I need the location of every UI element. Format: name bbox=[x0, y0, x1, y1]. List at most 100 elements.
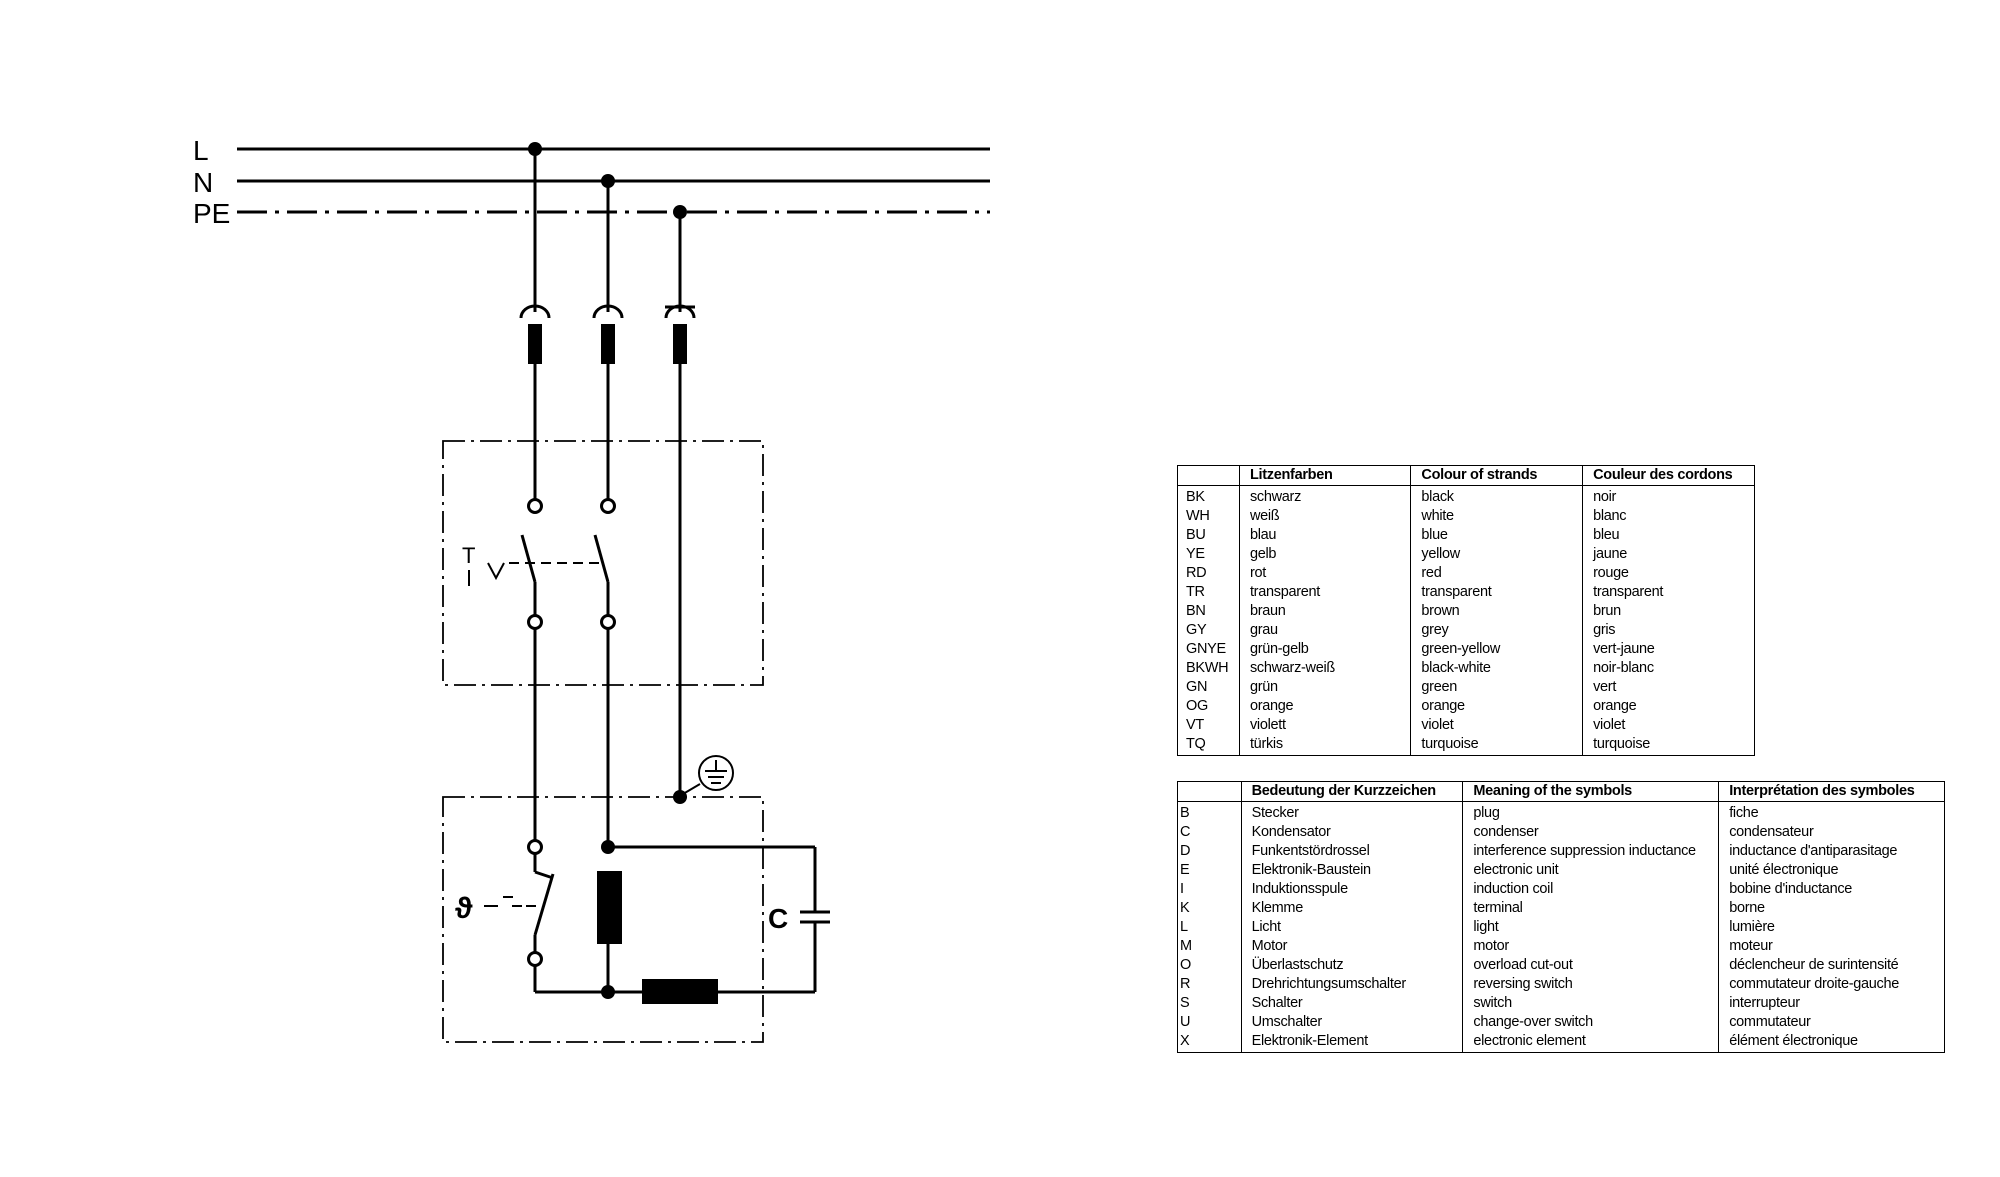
plug-pin-pe bbox=[673, 324, 687, 364]
table-cell: noir-blanc bbox=[1582, 659, 1755, 678]
code-cell: C bbox=[1177, 823, 1242, 842]
table-cell: Induktionsspule bbox=[1240, 880, 1464, 899]
table-cell: reversing switch bbox=[1462, 975, 1720, 994]
table-cell: blau bbox=[1238, 526, 1412, 545]
rail-label-l: L bbox=[193, 135, 209, 166]
table-cell: plug bbox=[1462, 801, 1720, 823]
table-cell: Kondensator bbox=[1240, 823, 1464, 842]
table-cell: rot bbox=[1238, 564, 1412, 583]
code-cell: YE bbox=[1177, 545, 1240, 564]
table-cell: grey bbox=[1410, 621, 1584, 640]
code-cell: B bbox=[1177, 801, 1242, 823]
table-cell: Licht bbox=[1240, 918, 1464, 937]
table-cell: grau bbox=[1238, 621, 1412, 640]
column-header bbox=[1177, 781, 1242, 802]
table-cell: blue bbox=[1410, 526, 1584, 545]
table-cell: bobine d'inductance bbox=[1718, 880, 1945, 899]
table-cell: yellow bbox=[1410, 545, 1584, 564]
column-header: Couleur des cordons bbox=[1582, 465, 1755, 486]
table-cell: lumière bbox=[1718, 918, 1945, 937]
thermal-symbol: ϑ bbox=[455, 892, 473, 925]
overload-terminal-bottom bbox=[527, 951, 543, 967]
code-cell: BU bbox=[1177, 526, 1240, 545]
table-cell: overload cut-out bbox=[1462, 956, 1720, 975]
code-cell: I bbox=[1177, 880, 1242, 899]
code-cell: GN bbox=[1177, 678, 1240, 697]
symbols-meaning-table: Bedeutung der Kurzzeichen Meaning of the… bbox=[1177, 781, 1945, 1053]
table-cell: light bbox=[1462, 918, 1720, 937]
switch-unit-box bbox=[442, 440, 764, 686]
table-cell: black-white bbox=[1410, 659, 1584, 678]
motor-unit-box bbox=[442, 796, 764, 1043]
table-cell: induction coil bbox=[1462, 880, 1720, 899]
table-cell: violett bbox=[1238, 716, 1412, 735]
table-cell: gelb bbox=[1238, 545, 1412, 564]
table-cell: brun bbox=[1582, 602, 1755, 621]
plug-pin-l bbox=[528, 324, 542, 364]
table-cell: gris bbox=[1582, 621, 1755, 640]
table-cell: rouge bbox=[1582, 564, 1755, 583]
table-cell: orange bbox=[1238, 697, 1412, 716]
code-cell: K bbox=[1177, 899, 1242, 918]
table-cell: noir bbox=[1582, 485, 1755, 507]
table-cell: interrupteur bbox=[1718, 994, 1945, 1013]
column-header: Interprétation des symboles bbox=[1718, 781, 1945, 802]
table-cell: élément électronique bbox=[1718, 1032, 1945, 1053]
code-cell: TR bbox=[1177, 583, 1240, 602]
rail-label-n: N bbox=[193, 167, 213, 198]
table-cell: Klemme bbox=[1240, 899, 1464, 918]
table-cell: Umschalter bbox=[1240, 1013, 1464, 1032]
switch-terminal-n-bottom bbox=[600, 614, 616, 630]
table-cell: turquoise bbox=[1410, 735, 1584, 756]
code-cell: U bbox=[1177, 1013, 1242, 1032]
table-cell: red bbox=[1410, 564, 1584, 583]
table-cell: transparent bbox=[1238, 583, 1412, 602]
plug-pin-n bbox=[601, 324, 615, 364]
table-cell: violet bbox=[1410, 716, 1584, 735]
table-cell: schwarz bbox=[1238, 485, 1412, 507]
table-cell: turquoise bbox=[1582, 735, 1755, 756]
test-button-icon: T bbox=[462, 543, 505, 586]
overload-contact-tick bbox=[534, 870, 554, 880]
table-cell: Überlastschutz bbox=[1240, 956, 1464, 975]
table-cell: brown bbox=[1410, 602, 1584, 621]
table-cell: grün bbox=[1238, 678, 1412, 697]
code-cell: D bbox=[1177, 842, 1242, 861]
table-cell: déclencheur de surintensité bbox=[1718, 956, 1945, 975]
table-cell: borne bbox=[1718, 899, 1945, 918]
code-cell: VT bbox=[1177, 716, 1240, 735]
table-cell: Motor bbox=[1240, 937, 1464, 956]
table-cell: Elektronik-Baustein bbox=[1240, 861, 1464, 880]
table-cell: vert bbox=[1582, 678, 1755, 697]
column-header: Colour of strands bbox=[1410, 465, 1584, 486]
switch-blade-l bbox=[520, 534, 537, 583]
table-cell: terminal bbox=[1462, 899, 1720, 918]
table-cell: orange bbox=[1582, 697, 1755, 716]
table-cell: change-over switch bbox=[1462, 1013, 1720, 1032]
table-cell: türkis bbox=[1238, 735, 1412, 756]
table-cell: transparent bbox=[1582, 583, 1755, 602]
table-cell: electronic unit bbox=[1462, 861, 1720, 880]
code-cell: R bbox=[1177, 975, 1242, 994]
table-cell: black bbox=[1410, 485, 1584, 507]
